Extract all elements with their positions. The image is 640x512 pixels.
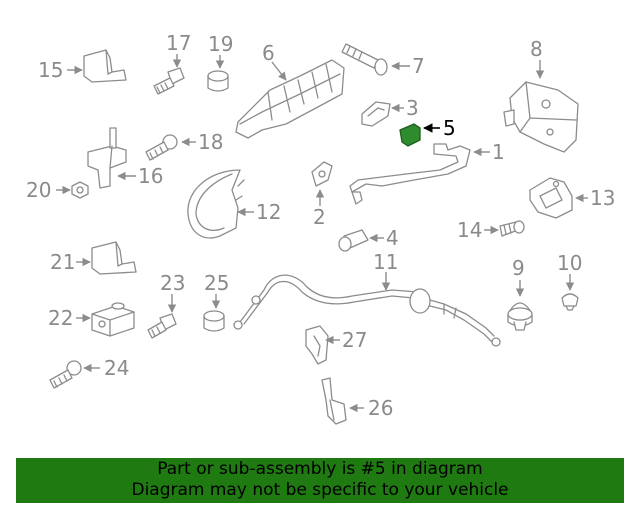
part-21-bumper[interactable] xyxy=(91,241,137,275)
callout-20: 20 xyxy=(26,178,51,202)
info-banner: Part or sub-assembly is #5 in diagram Di… xyxy=(16,458,624,503)
banner-line-1: Part or sub-assembly is #5 in diagram xyxy=(157,459,483,479)
part-23-bolt[interactable] xyxy=(147,313,177,339)
callout-18: 18 xyxy=(198,130,223,154)
part-7-bolt[interactable] xyxy=(341,43,388,76)
part-11-rod[interactable] xyxy=(233,274,501,347)
callout-11: 11 xyxy=(373,250,398,274)
part-10-clip[interactable] xyxy=(561,293,579,311)
part-19-cap[interactable] xyxy=(207,70,229,92)
part-6-handle-frame[interactable] xyxy=(235,59,345,139)
callout-8: 8 xyxy=(530,37,543,61)
callout-21: 21 xyxy=(50,250,75,274)
leader-6 xyxy=(271,61,287,81)
part-24-bolt[interactable] xyxy=(49,360,82,389)
part-25-cap[interactable] xyxy=(203,310,225,332)
callout-12: 12 xyxy=(256,200,281,224)
callout-6: 6 xyxy=(262,41,275,65)
banner-line-2: Diagram may not be specific to your vehi… xyxy=(131,480,509,500)
callout-17: 17 xyxy=(166,31,191,55)
callout-4: 4 xyxy=(386,226,399,250)
callout-5: 5 xyxy=(443,116,456,140)
part-1-exterior-handle[interactable] xyxy=(349,143,471,205)
callout-23: 23 xyxy=(160,271,185,295)
part-26-bracket[interactable] xyxy=(321,377,347,425)
part-20-nut[interactable] xyxy=(71,181,89,199)
part-17-bolt[interactable] xyxy=(153,67,185,95)
callout-7: 7 xyxy=(412,54,425,78)
parts-diagram: 15 17 19 6 7 8 3 xyxy=(26,31,615,425)
part-9-grommet[interactable] xyxy=(507,302,533,331)
callout-16: 16 xyxy=(138,164,163,188)
part-5-highlighted[interactable] xyxy=(399,123,421,147)
callout-9: 9 xyxy=(512,256,525,280)
part-4-bolt[interactable] xyxy=(338,229,369,252)
part-15-bumper[interactable] xyxy=(83,49,127,83)
callout-13: 13 xyxy=(590,186,615,210)
part-18-bolt[interactable] xyxy=(145,134,178,161)
part-2-bracket[interactable] xyxy=(311,161,333,187)
part-22-block[interactable] xyxy=(91,302,135,337)
callout-15: 15 xyxy=(38,58,63,82)
part-3-gasket[interactable] xyxy=(361,101,391,127)
callout-19: 19 xyxy=(208,32,233,56)
callout-10: 10 xyxy=(557,251,582,275)
part-14-screw[interactable] xyxy=(499,220,525,237)
part-12-cable[interactable] xyxy=(187,169,245,239)
part-16-bracket[interactable] xyxy=(87,127,127,189)
callout-25: 25 xyxy=(204,271,229,295)
callout-2: 2 xyxy=(313,205,326,229)
callout-14: 14 xyxy=(457,218,482,242)
callout-3: 3 xyxy=(406,96,419,120)
callout-22: 22 xyxy=(48,306,73,330)
callout-26: 26 xyxy=(368,396,393,420)
callout-1: 1 xyxy=(492,140,505,164)
part-13-striker[interactable] xyxy=(529,177,573,219)
part-27-clip[interactable] xyxy=(305,325,329,365)
callout-24: 24 xyxy=(104,356,129,380)
callout-27: 27 xyxy=(342,328,367,352)
part-8-latch[interactable] xyxy=(503,81,579,153)
